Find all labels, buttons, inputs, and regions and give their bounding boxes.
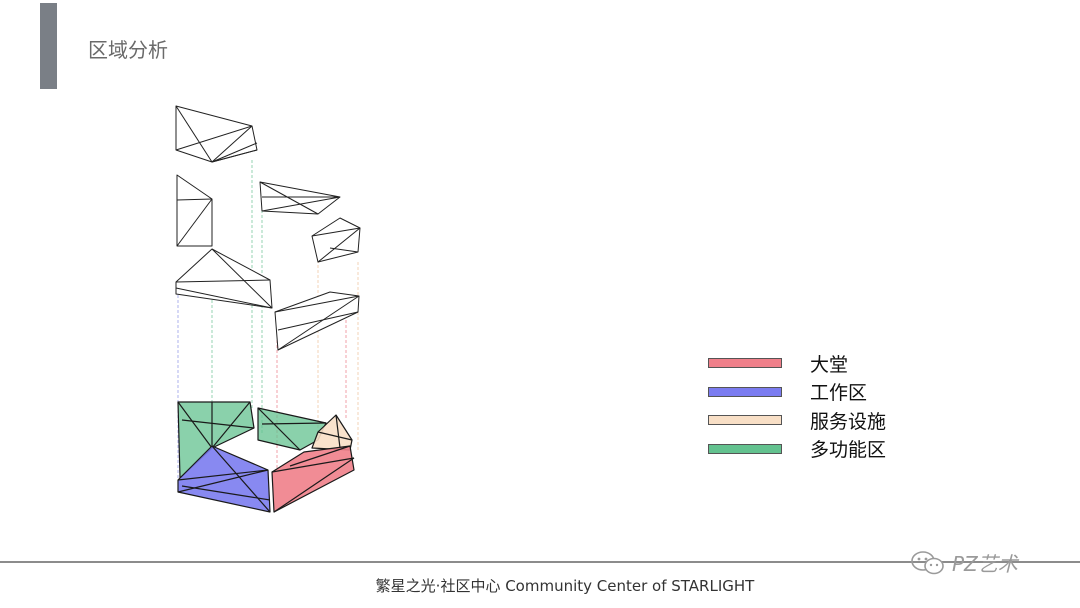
legend-swatch	[708, 415, 782, 426]
legend-item-work-area: 工作区	[708, 378, 886, 407]
wechat-icon	[911, 550, 944, 574]
legend-item-service: 服务设施	[708, 406, 886, 435]
legend-swatch	[708, 443, 782, 454]
legend-label: 多功能区	[810, 439, 887, 462]
watermark: PZ艺术	[910, 548, 1018, 577]
service-zone	[311, 414, 353, 451]
wireframe-volume-3	[259, 181, 341, 215]
wireframe-volume-4	[311, 217, 361, 263]
zone-plan	[177, 401, 355, 513]
title-accent-bar	[40, 3, 57, 89]
watermark-text: PZ艺术	[952, 552, 1018, 576]
wireframe-volume-5	[175, 248, 273, 309]
wireframe-volume-6	[274, 291, 360, 351]
legend-label: 工作区	[810, 382, 868, 405]
footer-caption: 繁星之光·社区中心 Community Center of STARLIGHT	[375, 577, 755, 595]
legend: 大堂 工作区 服务设施 多功能区	[708, 349, 886, 463]
wireframe-volume-2	[176, 174, 213, 247]
wireframe-volume-1	[175, 105, 258, 163]
wireframe-volumes	[175, 105, 361, 351]
legend-label: 服务设施	[810, 410, 887, 433]
lobby-zone	[271, 445, 355, 513]
legend-swatch	[708, 386, 782, 397]
footer-divider	[0, 561, 1080, 563]
legend-item-multifunction: 多功能区	[708, 435, 886, 464]
multifunction-zone-west	[177, 401, 255, 479]
work-zone	[177, 445, 271, 513]
legend-swatch	[708, 358, 782, 369]
legend-label: 大堂	[810, 353, 849, 376]
multifunction-zone-east	[257, 407, 327, 451]
slide-title: 区域分析	[88, 38, 168, 62]
legend-item-lobby: 大堂	[708, 349, 886, 378]
